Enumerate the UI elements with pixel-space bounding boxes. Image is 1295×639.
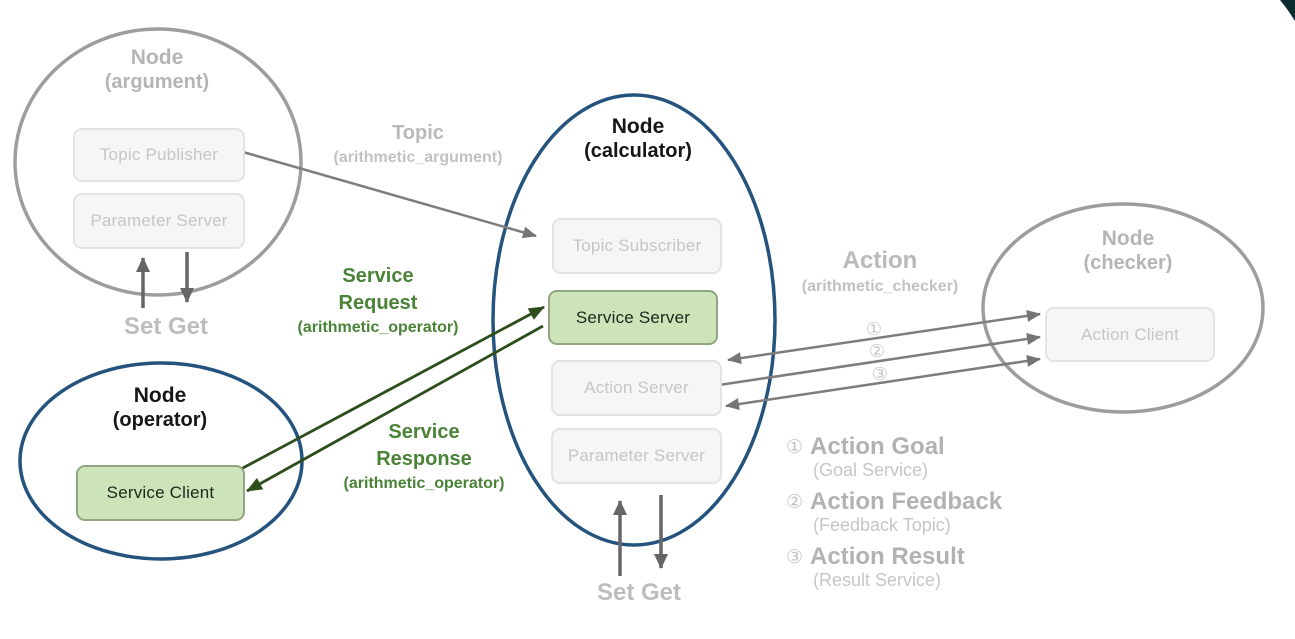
topic-edge-label: Topic (arithmetic_argument) [333,122,503,166]
action-server-box: Action Server [551,360,722,416]
service-response-arrow [246,324,544,493]
service-request-arrow [240,305,545,471]
node-argument-ellipse [13,27,303,297]
service-request-label: Service Request (arithmetic_operator) [297,265,459,336]
node-calculator-title: Node (calculator) [584,115,692,162]
legend-marker-3: ③ [786,546,804,568]
topic-arrow [242,150,537,239]
legend-item-action-goal: ① Action Goal (Goal Service) [786,433,945,481]
action-step-1-marker: ① [865,319,883,339]
action-edge-label: Action (arithmetic_checker) [801,247,959,295]
service-server-box: Service Server [548,290,718,345]
topic-subscriber-box: Topic Subscriber [552,218,722,274]
action-client-box: Action Client [1045,307,1215,362]
node-checker-ellipse [981,202,1265,414]
legend-marker-2: ② [786,491,804,513]
service-response-label: Service Response (arithmetic_operator) [343,421,505,492]
service-client-box: Service Client [76,465,245,521]
legend-item-action-result: ③ Action Result (Result Service) [786,543,965,591]
action-step-3-marker: ③ [871,364,889,384]
topic-publisher-box: Topic Publisher [73,128,245,182]
action-legend: ① Action Goal (Goal Service) ② Action Fe… [786,434,1002,599]
legend-marker-1: ① [786,436,804,458]
node-operator-title: Node (operator) [112,384,208,431]
parameter-server-calculator-box: Parameter Server [551,428,722,484]
set-get-label-argument: Set Get [123,313,209,340]
corner-accent-shape [1280,0,1295,21]
legend-item-action-feedback: ② Action Feedback (Feedback Topic) [786,488,1003,536]
action-result-arrow [725,354,1041,411]
parameter-server-argument-box: Parameter Server [73,193,245,249]
set-get-label-calculator: Set Get [596,579,682,606]
action-goal-arrow [727,309,1041,365]
node-argument-title: Node (argument) [104,46,210,93]
node-checker-title: Node (checker) [1083,227,1173,274]
action-step-2-marker: ② [868,341,886,361]
